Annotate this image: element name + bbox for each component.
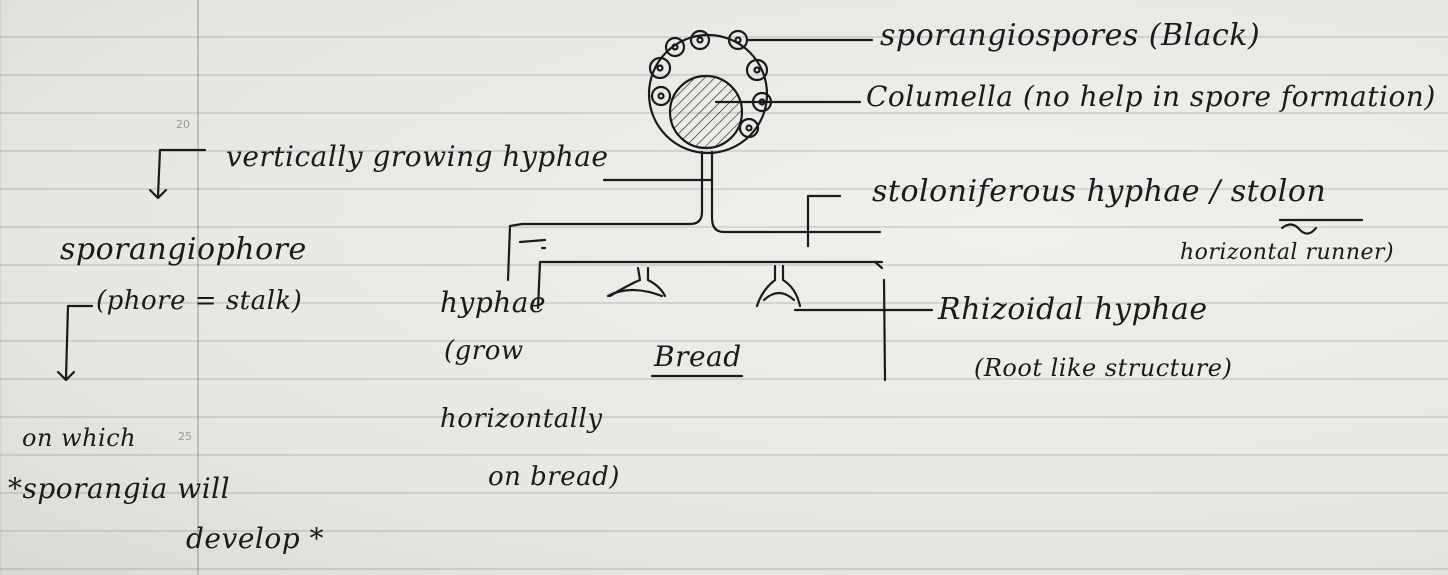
label-columella: Columella (no help in spore formation) [866, 80, 1436, 113]
runner-tilde [1282, 224, 1316, 233]
note-sporangiophore: sporangiophore [60, 232, 307, 267]
label-horizontally: horizontally [440, 404, 603, 434]
label-bread: Bread [654, 340, 742, 373]
note-sporangia-will: *sporangia will [8, 472, 230, 505]
note-develop: develop * [186, 522, 324, 555]
label-on-bread: on bread) [488, 462, 620, 492]
label-hyphae: hyphae [440, 286, 546, 319]
label-sporangiospores: sporangiospores (Black) [880, 18, 1260, 53]
note-phore-stalk: (phore = stalk) [96, 286, 302, 316]
label-rhizoidal: Rhizoidal hyphae [938, 292, 1208, 327]
sporangiophore-stalk-right [712, 152, 880, 232]
columella [670, 76, 742, 148]
label-stoloniferous: stoloniferous hyphae / stolon [872, 174, 1326, 209]
label-vertically-growing: vertically growing hyphae [226, 140, 609, 173]
bracket-arrow-bottom [58, 306, 92, 380]
label-horizontal-runner: horizontal runner) [1180, 240, 1394, 265]
note-on-which: on which [22, 424, 136, 452]
bracket-arrow-top [150, 150, 205, 198]
label-root-like: (Root like structure) [974, 354, 1232, 382]
label-grow: (grow [444, 336, 524, 366]
